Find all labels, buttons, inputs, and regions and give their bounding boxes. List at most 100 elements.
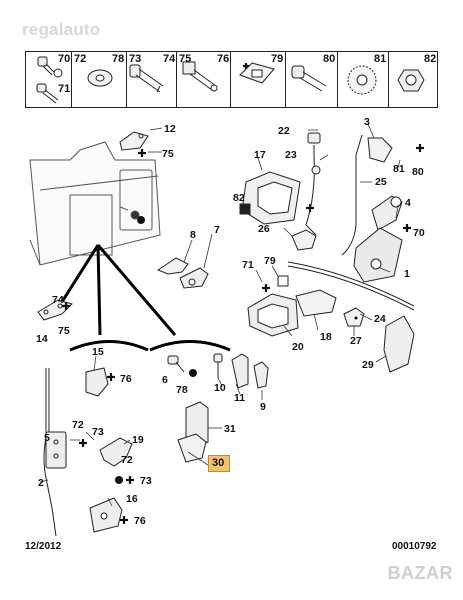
part-8-bracket <box>156 257 189 275</box>
legend-label-80: 80 <box>323 53 336 65</box>
callout-30: 30 <box>212 457 225 469</box>
legend-label-76: 76 <box>217 53 230 65</box>
callout-14: 14 <box>36 333 48 345</box>
callout-24: 24 <box>374 313 386 325</box>
callout-76: 76 <box>134 515 146 527</box>
callout-73: 73 <box>92 426 104 438</box>
marker-dots <box>115 207 358 484</box>
callout-74: 74 <box>52 294 64 306</box>
callout-27: 27 <box>350 335 362 347</box>
plus-markers <box>62 63 424 524</box>
part-29-lock-cover <box>383 315 415 373</box>
legend-label-74: 74 <box>163 53 176 65</box>
legend-divider <box>388 52 389 107</box>
callout-76: 76 <box>120 373 132 385</box>
callout-71: 71 <box>242 259 254 271</box>
callout-26: 26 <box>258 223 270 235</box>
part-17-inner-handle <box>241 171 301 225</box>
bolt-icon-73 <box>129 64 164 93</box>
part-6-bolt <box>167 355 185 373</box>
callout-75: 75 <box>58 325 70 337</box>
callout-8: 8 <box>190 229 196 241</box>
legend-label-78: 78 <box>112 53 125 65</box>
callout-73: 73 <box>140 475 152 487</box>
callout-79: 79 <box>264 255 276 267</box>
callout-80: 80 <box>412 166 424 178</box>
part-20-outer-handle <box>247 293 299 337</box>
callout-9: 9 <box>260 401 266 413</box>
legend-divider <box>126 52 127 107</box>
bolt-icon-75 <box>182 61 218 92</box>
nut-icon-82 <box>397 69 425 92</box>
callout-7: 7 <box>214 224 220 236</box>
washer-icon-72 <box>87 69 113 87</box>
part-26-connector <box>291 229 317 251</box>
footer-date: 12/2012 <box>25 541 62 552</box>
highlighted-part-30-box[interactable]: 30 <box>208 455 230 472</box>
part-7-striker <box>179 267 209 289</box>
part-4-lock-cylinder <box>371 195 403 231</box>
legend-divider <box>71 52 72 107</box>
part-15-striker <box>85 367 109 397</box>
callout-15: 15 <box>92 346 104 358</box>
fastener-legend-table: 70 72 78 73 74 75 76 79 80 81 82 71 <box>25 51 438 108</box>
regalauto-watermark: regalauto <box>22 20 101 39</box>
part-9-plate <box>253 361 269 389</box>
callout-75: 75 <box>162 148 174 160</box>
callout-4: 4 <box>405 197 411 209</box>
part-25-rod <box>341 134 363 256</box>
legend-label-70: 70 <box>58 53 71 65</box>
callout-2: 2 <box>38 477 44 489</box>
callout-1: 1 <box>404 268 410 280</box>
callout-17: 17 <box>254 149 266 161</box>
callout-19: 19 <box>132 434 144 446</box>
callout-22: 22 <box>278 125 290 137</box>
part-12-hinge <box>119 131 149 151</box>
screw-icon-70 <box>37 56 63 78</box>
callout-81: 81 <box>393 163 405 175</box>
part-16-plate <box>89 497 123 533</box>
part-27-clip <box>343 307 365 327</box>
part-5-lock-assembly <box>45 431 67 469</box>
part-19-bracket <box>99 437 133 467</box>
legend-divider <box>337 52 338 107</box>
legend-divider <box>230 52 231 107</box>
part-11-bracket <box>231 353 249 389</box>
screw-icon-80 <box>291 65 327 92</box>
callout-16: 16 <box>126 493 138 505</box>
part-1-lock-mechanism <box>353 227 403 283</box>
callout-10: 10 <box>214 382 226 394</box>
part-18-handle-cover <box>295 289 337 317</box>
callout-72: 72 <box>72 419 84 431</box>
detail-callout-lines <box>58 244 177 336</box>
callout-23: 23 <box>285 149 297 161</box>
part-82-nut <box>239 203 251 215</box>
callout-3: 3 <box>364 116 370 128</box>
leader-lines <box>39 123 401 507</box>
callout-82: 82 <box>233 192 245 204</box>
callout-11: 11 <box>234 392 245 404</box>
part-24-long-rod <box>287 261 415 311</box>
screw-icon-71 <box>36 83 59 104</box>
legend-divider <box>176 52 177 107</box>
van-body-outline <box>29 141 161 266</box>
part-10-fastener <box>213 353 223 378</box>
legend-label-81: 81 <box>374 53 387 65</box>
part-22-23-rod <box>305 132 321 236</box>
callout-6: 6 <box>162 374 168 386</box>
legend-label-82: 82 <box>424 53 437 65</box>
part-79-clip <box>277 275 289 287</box>
bazar-logo: BAZAR <box>387 563 453 583</box>
part-3-lock-lever <box>367 137 393 163</box>
callout-18: 18 <box>320 331 332 343</box>
callout-31: 31 <box>224 423 236 435</box>
callout-29: 29 <box>362 359 374 371</box>
serrated-washer-icon-81 <box>347 65 377 95</box>
callout-12: 12 <box>164 123 176 135</box>
callout-5: 5 <box>44 432 50 444</box>
callout-78: 78 <box>176 384 188 396</box>
part-30-hinge-plate <box>177 433 207 463</box>
callout-25: 25 <box>375 176 387 188</box>
callout-labels: 12 75 22 3 17 23 81 80 25 82 4 70 26 1 7… <box>36 116 425 527</box>
